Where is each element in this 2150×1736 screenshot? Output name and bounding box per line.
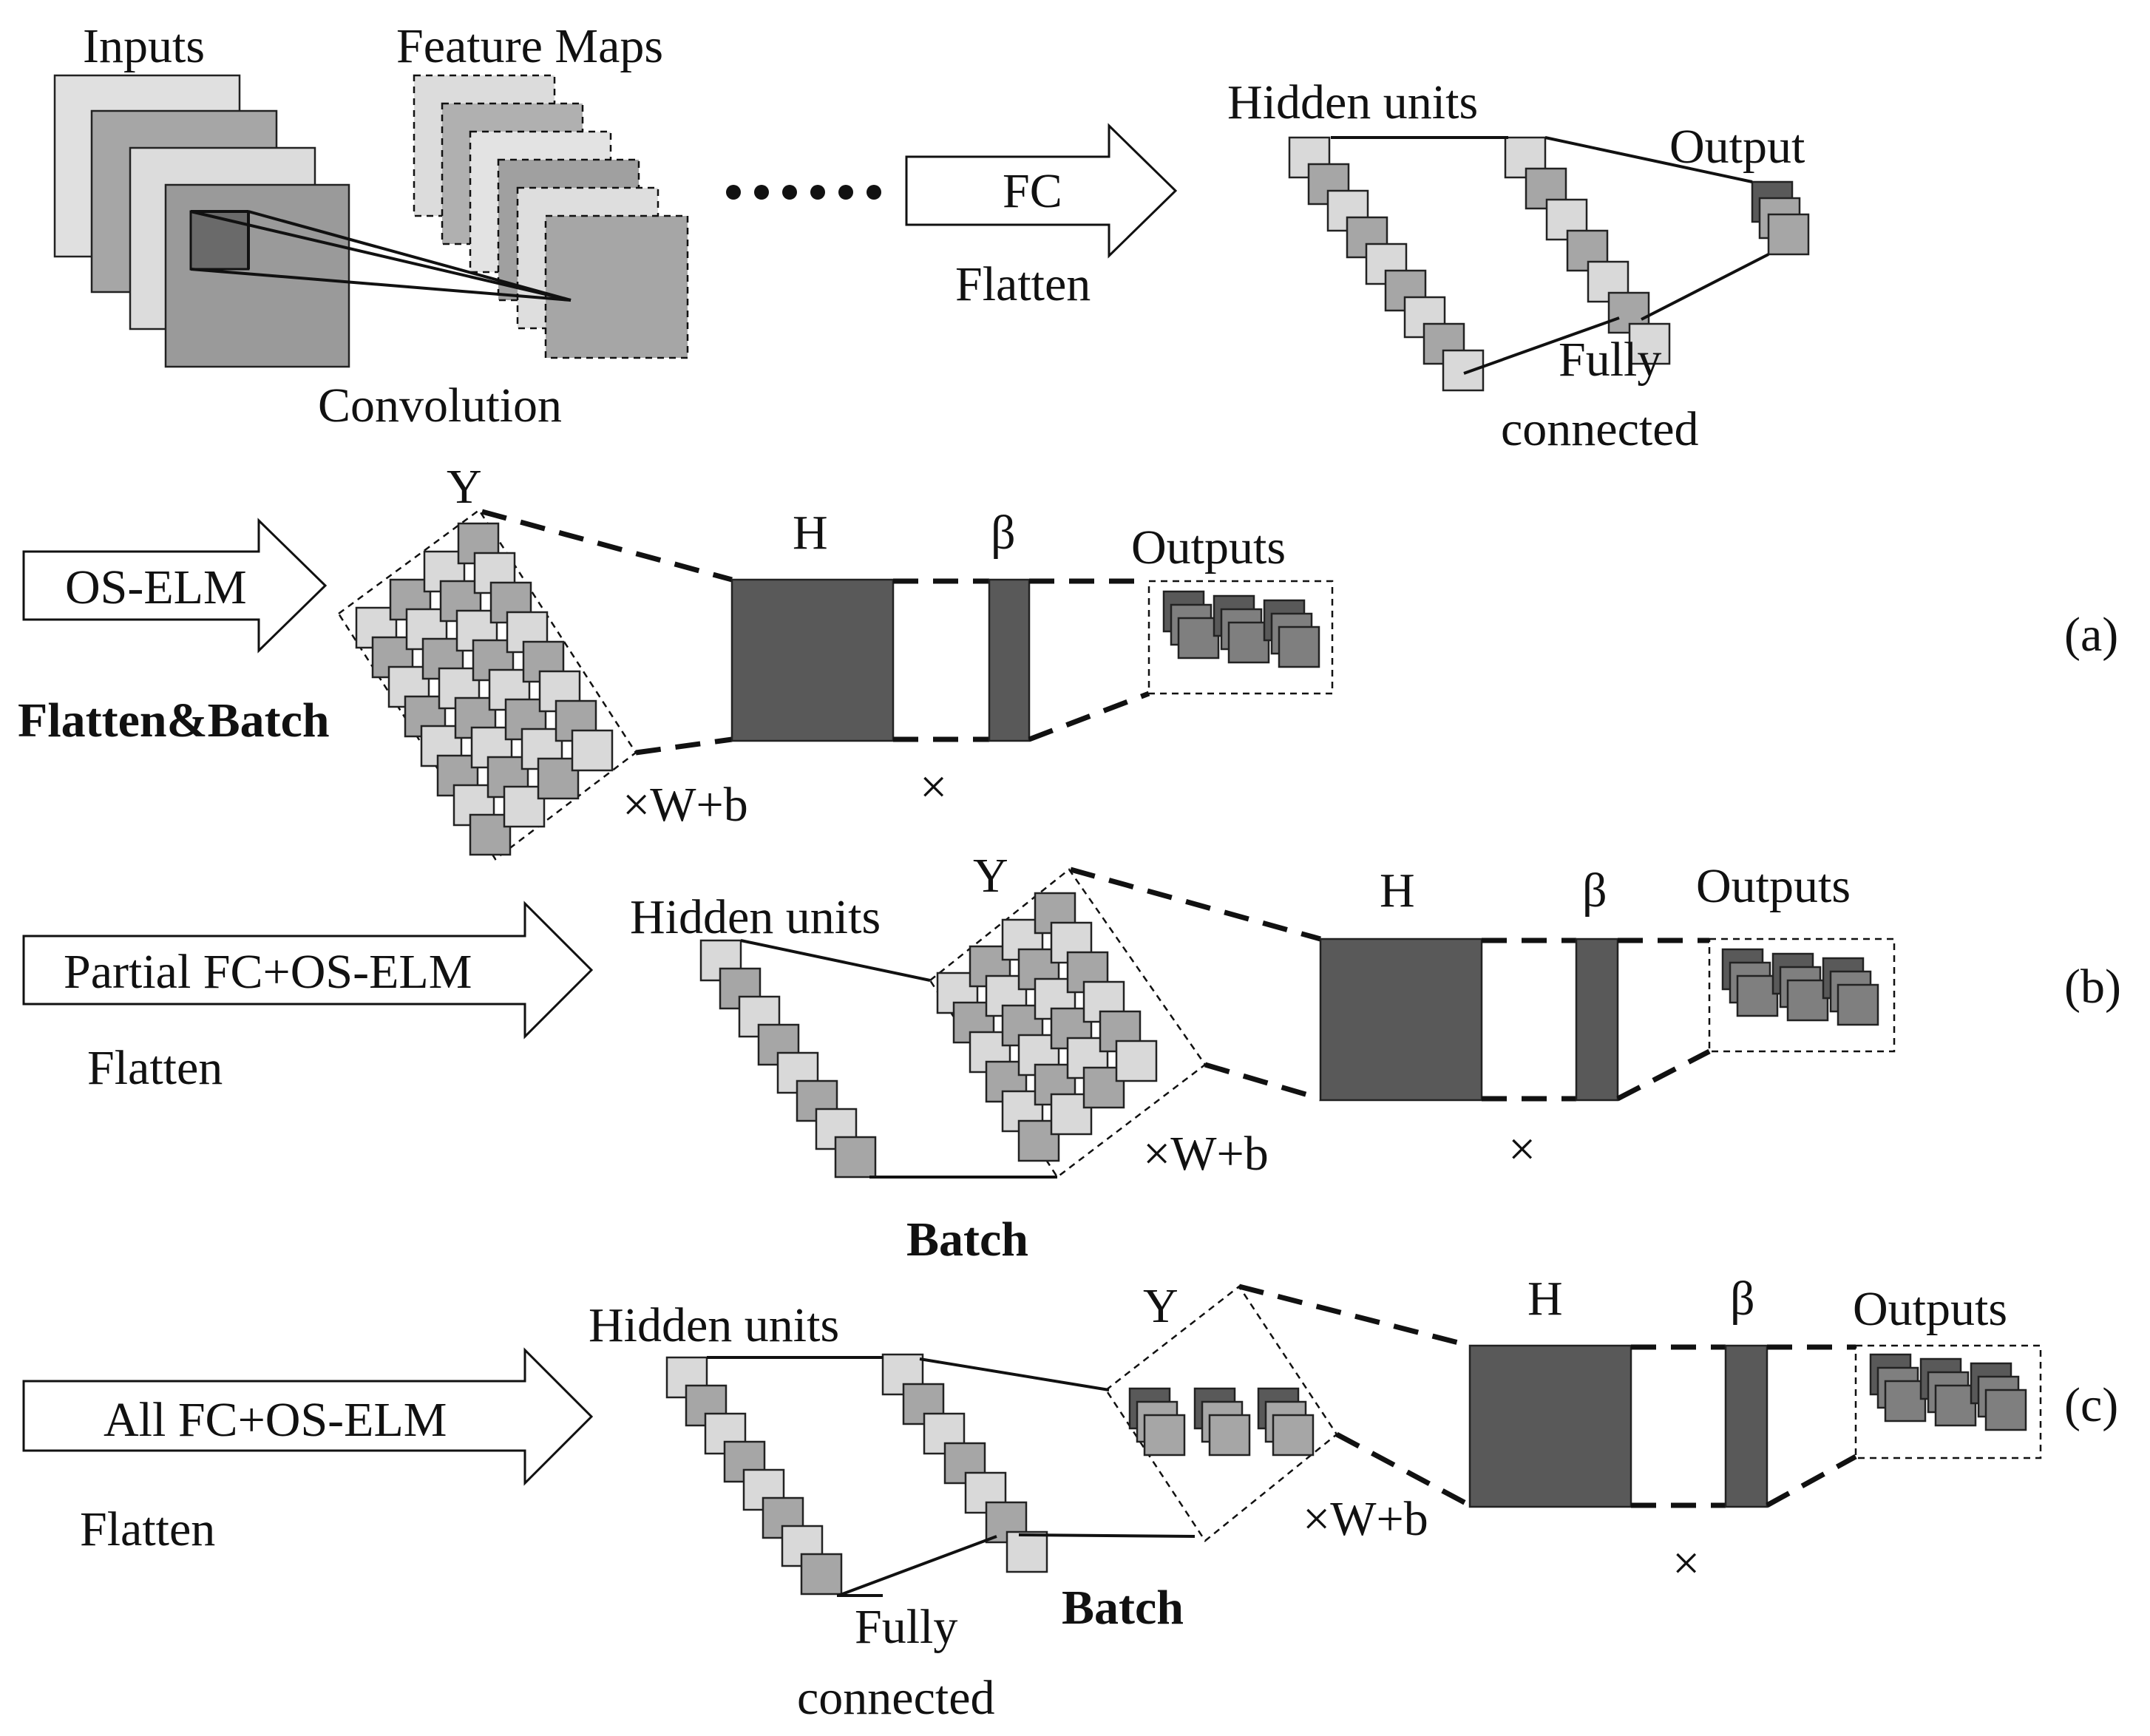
b-y-batch — [929, 868, 1207, 1179]
b-times-label: × — [1508, 1122, 1536, 1176]
all-fc-arrow — [22, 1347, 594, 1486]
a-outputs-label: Outputs — [1131, 521, 1286, 574]
top-output-layer — [1751, 180, 1810, 256]
b-batch-label: Batch — [906, 1213, 1028, 1267]
flatten-top-label: Flatten — [955, 257, 1091, 311]
hidden-unit — [1442, 349, 1485, 392]
os-elm-arrow — [22, 518, 328, 654]
batch-unit — [1115, 1040, 1158, 1082]
c-beta-matrix — [1724, 1344, 1769, 1508]
input-stack — [53, 74, 350, 368]
b-output-units — [1721, 948, 1879, 1026]
hidden-unit — [834, 1136, 877, 1179]
b-flatten-label: Flatten — [87, 1041, 223, 1095]
convolution-label: Convolution — [318, 379, 562, 433]
output-unit — [1736, 974, 1779, 1017]
feature-maps-label: Feature Maps — [396, 19, 663, 73]
b-hidden-layer — [699, 939, 1057, 1179]
c-tag: (c) — [2064, 1378, 2118, 1432]
all-fc-arrow-label: All FC+OS-ELM — [104, 1393, 447, 1447]
b-beta-label: β — [1582, 864, 1607, 918]
c-fully-connected-label-2: connected — [797, 1671, 995, 1725]
feature-map-stack — [413, 74, 689, 359]
hidden-unit — [1006, 1530, 1048, 1573]
output-unit — [1884, 1380, 1927, 1423]
c-flatten-label: Flatten — [80, 1502, 215, 1556]
a-times-label: × — [920, 760, 947, 814]
b-hidden-units-label: Hidden units — [630, 890, 881, 944]
a-beta-label: β — [991, 506, 1016, 560]
output-unit — [1837, 983, 1879, 1026]
b-h-label: H — [1380, 864, 1415, 918]
a-h-matrix — [730, 578, 895, 742]
output-unit — [1227, 621, 1270, 664]
a-tag: (a) — [2064, 608, 2118, 662]
a-y-label: Y — [447, 460, 482, 514]
c-y-label: Y — [1143, 1279, 1179, 1333]
c-hidden-units-label: Hidden units — [589, 1298, 839, 1352]
batch-unit — [503, 785, 546, 828]
top-hidden-layer-1 — [1288, 136, 1485, 392]
b-beta-matrix — [1575, 937, 1619, 1102]
a-beta-matrix — [988, 578, 1031, 742]
a-y-batch — [337, 509, 637, 861]
hidden-unit — [1628, 322, 1671, 365]
output-label: Output — [1669, 120, 1805, 174]
c-beta-label: β — [1730, 1272, 1755, 1326]
fc-arrow — [905, 123, 1178, 259]
fc-arrow-label: FC — [1003, 164, 1062, 218]
b-y-label: Y — [973, 849, 1008, 903]
output-unit — [1934, 1384, 1977, 1427]
partial-fc-arrow — [22, 901, 594, 1040]
b-wb-label: ×W+b — [1143, 1127, 1269, 1181]
a-output-units — [1162, 590, 1320, 668]
top-network — [1288, 136, 1810, 392]
b-tag: (b) — [2064, 960, 2121, 1014]
partial-fc-arrow-label: Partial FC+OS-ELM — [64, 945, 472, 999]
c-outputs-box — [1854, 1344, 2042, 1459]
output-unit — [1177, 617, 1220, 660]
top-hidden-layer-2 — [1504, 136, 1671, 365]
c-hidden-layers — [665, 1353, 1196, 1597]
output-unit — [1767, 213, 1810, 256]
b-outputs-label: Outputs — [1696, 859, 1851, 913]
b-outputs-box — [1708, 937, 1896, 1053]
hidden-unit — [800, 1553, 843, 1596]
output-unit — [1278, 625, 1320, 668]
batch-unit — [1082, 1066, 1125, 1109]
c-output-units — [1869, 1353, 2027, 1431]
flatten-batch-label: Flatten&Batch — [18, 694, 330, 747]
batch-unit — [1208, 1414, 1251, 1457]
ellipsis-dots — [726, 185, 881, 200]
c-batch-label: Batch — [1062, 1581, 1184, 1635]
c-h-matrix — [1468, 1344, 1632, 1508]
convolution-projection — [190, 210, 572, 302]
a-outputs-box — [1147, 580, 1334, 695]
fully-connected-top-label-1: Fully — [1559, 333, 1661, 387]
inputs-label: Inputs — [83, 19, 205, 73]
a-wb-label: ×W+b — [623, 778, 748, 832]
b-h-matrix — [1319, 937, 1483, 1102]
c-fully-connected-label-1: Fully — [855, 1600, 957, 1654]
output-unit — [1786, 979, 1829, 1022]
c-times-label: × — [1672, 1536, 1700, 1590]
c-wb-label: ×W+b — [1303, 1492, 1428, 1546]
batch-unit — [1143, 1414, 1186, 1457]
batch-unit — [571, 729, 614, 772]
os-elm-arrow-label: OS-ELM — [65, 560, 247, 614]
a-h-label: H — [793, 506, 828, 560]
batch-unit — [1272, 1414, 1315, 1457]
c-outputs-label: Outputs — [1853, 1282, 2007, 1336]
hidden-units-top-label: Hidden units — [1227, 75, 1478, 129]
output-unit — [1984, 1389, 2027, 1431]
c-h-label: H — [1527, 1272, 1563, 1326]
fully-connected-top-label-2: connected — [1501, 402, 1699, 456]
